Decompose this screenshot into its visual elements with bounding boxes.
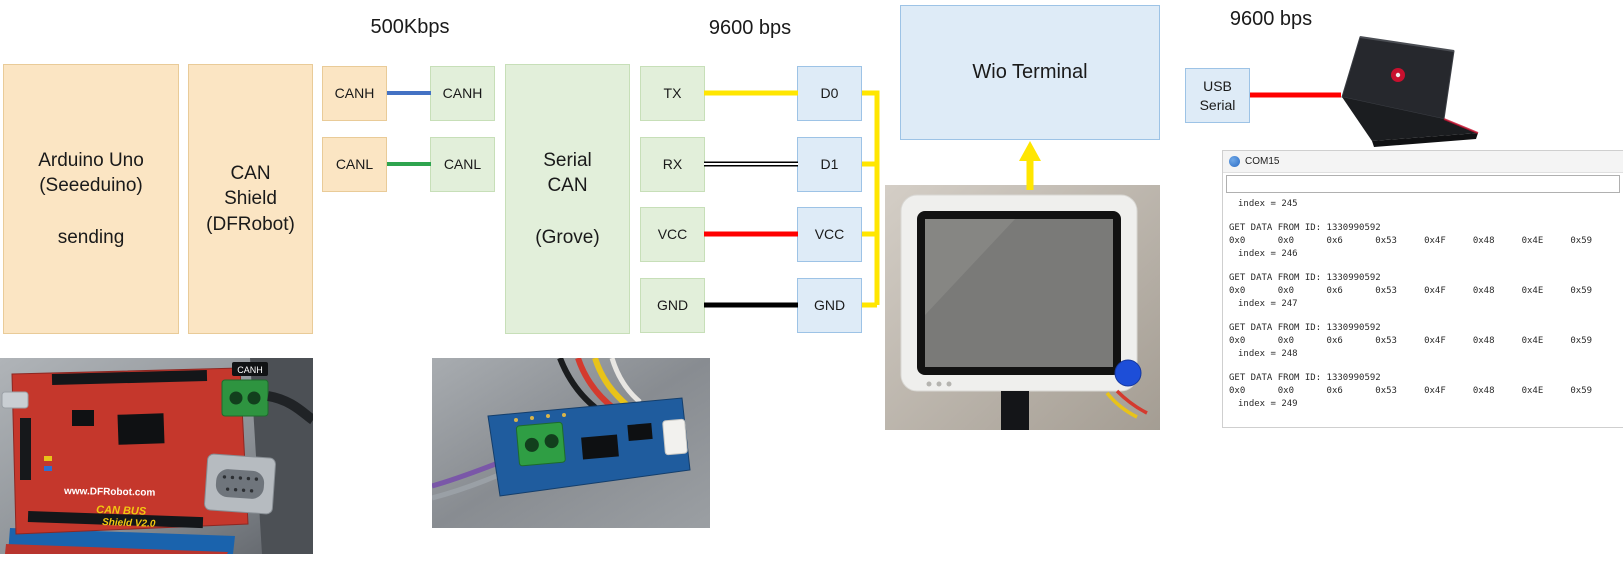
- pin-header-top: [51, 369, 208, 386]
- terminal-hole: [247, 391, 261, 405]
- pin-wio-vcc: VCC: [797, 207, 862, 262]
- pin-grove-vcc: VCC: [640, 207, 705, 262]
- box-usb-serial: USB Serial: [1185, 68, 1250, 123]
- db9-connector: [204, 453, 276, 515]
- vent-accent: [1443, 118, 1479, 134]
- can-chip: [581, 434, 619, 460]
- pin-grove-canh: CANH: [430, 66, 495, 121]
- serial-monitor-titlebar: COM15: [1223, 151, 1623, 173]
- can-shield-board: [11, 367, 249, 535]
- serial-line-index: index = 248: [1238, 349, 1298, 359]
- dfrobot-url-silkscreen: www.DFRobot.com: [63, 486, 156, 499]
- red-lead: [1115, 389, 1148, 415]
- micro-usb-port: [1, 391, 29, 409]
- yellow-lead: [1105, 391, 1138, 419]
- photo-grove-serial-can: [431, 356, 710, 528]
- laptop-base-edge: [1372, 133, 1478, 147]
- label-can-bitrate: 500Kbps: [370, 16, 450, 38]
- pin-wio-d1: D1: [797, 137, 862, 192]
- box-can-shield: CAN Shield (DFRobot): [188, 64, 313, 334]
- serial-line-header: GET DATA FROM ID: 1330990592: [1229, 273, 1381, 283]
- pin-wio-gnd: GND: [797, 278, 862, 333]
- photo-wio-terminal: [885, 185, 1160, 430]
- pin-shield-canh: CANH: [322, 66, 387, 121]
- vent-dot: [946, 381, 952, 387]
- serial-line-header: GET DATA FROM ID: 1330990592: [1229, 223, 1381, 233]
- serial-line-header: GET DATA FROM ID: 1330990592: [1229, 323, 1381, 333]
- lid-edge: [1359, 36, 1455, 52]
- white-wire: [609, 357, 642, 404]
- pin-header-bottom: [27, 510, 204, 529]
- laptop-logo-center: [1395, 72, 1401, 78]
- serial-monitor-window: COM15 index = 245 GET DATA FROM ID: 1330…: [1222, 150, 1623, 428]
- serial-entry: GET DATA FROM ID: 1330990592 0x0 0x0 0x6…: [1229, 222, 1617, 261]
- lower-board-edge: [5, 544, 228, 554]
- brand-silkscreen-2: Shield V2.0: [102, 517, 156, 530]
- serial-line-bytes: 0x0 0x0 0x6 0x53 0x4F 0x48 0x4E 0x59: [1229, 286, 1593, 296]
- serial-line-index: index = 247: [1238, 299, 1298, 309]
- blue-thumb-switch: [1114, 359, 1142, 387]
- can-controller-chip: [117, 413, 165, 445]
- pin-wio-d0: D0: [797, 66, 862, 121]
- serial-line-bytes: 0x0 0x0 0x6 0x53 0x4F 0x48 0x4E 0x59: [1229, 386, 1593, 396]
- serial-output: index = 245 GET DATA FROM ID: 1330990592…: [1223, 195, 1623, 414]
- pin-grove-canl: CANL: [430, 137, 495, 192]
- label-serial-bitrate: 9600 bps: [708, 17, 792, 39]
- photo-arduino-can-shield: CANH www.DFRobot.com CAN BUS Shield V2.0: [0, 358, 316, 554]
- wire-grove-to-wio-bundle: [862, 90, 880, 308]
- usb-cable: [1001, 391, 1029, 430]
- serial-entry: GET DATA FROM ID: 1330990592 0x0 0x0 0x6…: [1229, 372, 1617, 411]
- photo-laptop: [1330, 35, 1480, 150]
- led: [44, 456, 52, 461]
- serial-line-index: index = 249: [1238, 399, 1298, 409]
- solder-pad: [514, 418, 518, 422]
- serial-line-index: index = 246: [1238, 249, 1298, 259]
- pin-header-left: [20, 418, 31, 480]
- terminal-hole: [229, 391, 243, 405]
- serial-line-bytes: 0x0 0x0 0x6 0x53 0x4F 0x48 0x4E 0x59: [1229, 336, 1593, 346]
- serial-line-index: index = 245: [1238, 199, 1298, 209]
- vent-dot: [936, 381, 942, 387]
- box-arduino-uno: Arduino Uno (Seeeduino) sending: [3, 64, 179, 334]
- solder-pad: [546, 414, 550, 418]
- serial-line-bytes: 0x0 0x0 0x6 0x53 0x4F 0x48 0x4E 0x59: [1229, 236, 1593, 246]
- serial-send-input[interactable]: [1226, 175, 1620, 193]
- box-serial-can: Serial CAN (Grove): [505, 64, 630, 334]
- screw-terminal: [515, 421, 566, 467]
- small-chip: [72, 410, 94, 426]
- box-wio-terminal: Wio Terminal: [900, 5, 1160, 140]
- led: [44, 466, 52, 471]
- serial-monitor-title: COM15: [1245, 156, 1280, 167]
- serial-entry: GET DATA FROM ID: 1330990592 0x0 0x0 0x6…: [1229, 272, 1617, 311]
- pin-grove-gnd: GND: [640, 278, 705, 333]
- vent-dot: [926, 381, 932, 387]
- label-usb-bitrate: 9600 bps: [1229, 8, 1313, 30]
- solder-pad: [562, 413, 566, 417]
- serial-line-header: GET DATA FROM ID: 1330990592: [1229, 373, 1381, 383]
- screw-terminal: [221, 379, 269, 417]
- transceiver-chip: [627, 422, 653, 442]
- com-port-icon: [1229, 156, 1240, 167]
- laptop-base: [1342, 97, 1478, 141]
- canh-label-strip: [232, 362, 268, 376]
- pin-grove-rx: RX: [640, 137, 705, 192]
- brand-silkscreen-1: CAN BUS: [96, 504, 147, 518]
- grove-connector: [662, 418, 688, 456]
- solder-pad: [530, 416, 534, 420]
- arrow-wio-photo-head: [1019, 141, 1041, 161]
- serial-entry: GET DATA FROM ID: 1330990592 0x0 0x0 0x6…: [1229, 322, 1617, 361]
- pin-grove-tx: TX: [640, 66, 705, 121]
- screen-reflection: [925, 219, 1015, 315]
- can-cable: [266, 391, 316, 425]
- pin-shield-canl: CANL: [322, 137, 387, 192]
- canh-silkscreen: CANH: [237, 365, 263, 375]
